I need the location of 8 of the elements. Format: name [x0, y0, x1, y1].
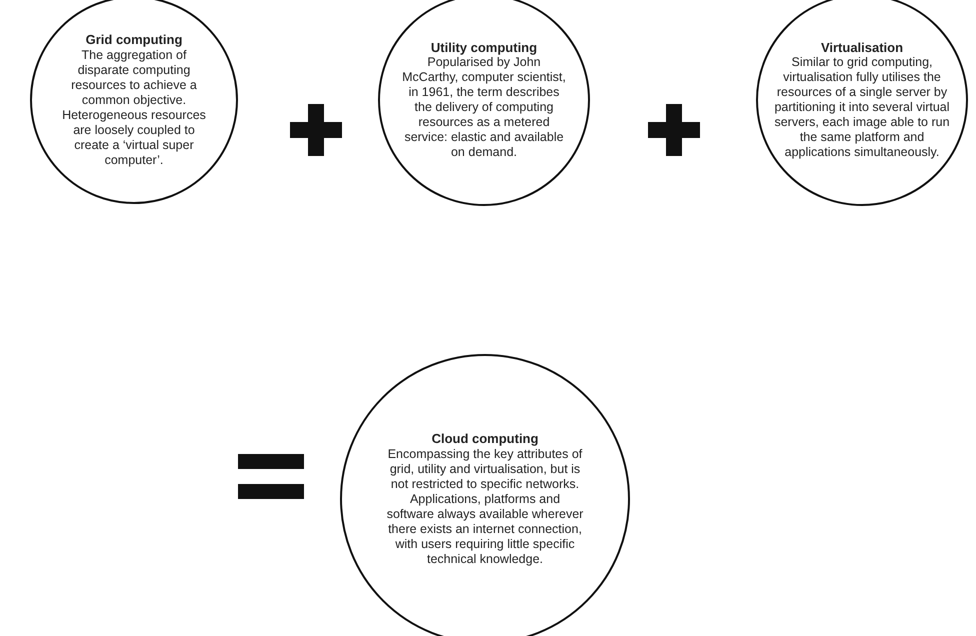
node-description: Encompassing the key attributes of grid, utility and virtualisation, but is not restricted to specific networks. Applications, platforms and software always available wherever there exists an internet connection, with users requiring little specific technical knowledge. [386, 446, 584, 567]
node-heading: Virtualisation [820, 40, 904, 56]
node-description: Popularised by John McCarthy, computer scientist, in 1961, the term describes the delivery of computing resources as a metered service: elastic and available on demand. [401, 55, 567, 160]
node-description: Similar to grid computing, virtualisation fully utilises the resources of a single server by partitioning it into several virtual servers, each image able to run the same platform and applications simultaneously. [774, 55, 950, 160]
node-heading: Utility computing [430, 40, 538, 56]
node-heading: Grid computing [86, 32, 182, 48]
node-heading: Cloud computing [432, 431, 538, 447]
node-description: The aggregation of disparate computing resources to achieve a common objective. Heterogeneous resources are loosely coupled to create a ‘virtual super computer’. [61, 48, 207, 168]
